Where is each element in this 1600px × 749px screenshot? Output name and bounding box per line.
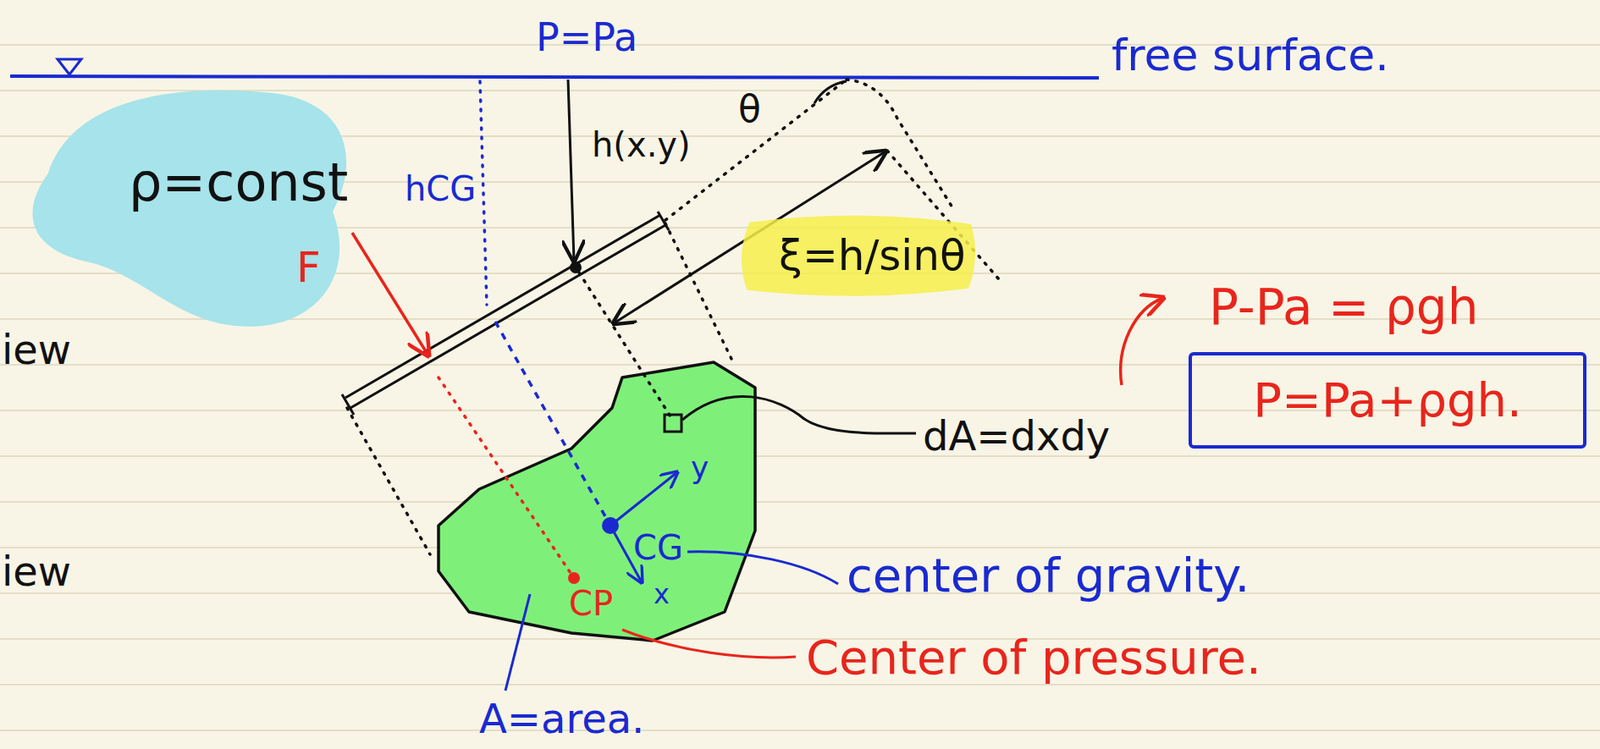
leader-line	[505, 594, 530, 691]
plate-edge	[345, 215, 661, 398]
node-text: ξ=h/sinθ	[778, 231, 966, 282]
angle-label: θ	[738, 88, 762, 132]
point-label: CG	[633, 528, 684, 568]
depth-arrow	[568, 79, 574, 261]
free-surface-line	[10, 76, 1099, 78]
plate-cap	[657, 211, 669, 231]
view-label: iew	[1, 548, 72, 596]
force-label: F	[296, 243, 321, 293]
plate-cap	[342, 394, 354, 415]
surface-symbol	[57, 59, 82, 75]
equation-label: P-Pa = ρgh	[1208, 279, 1479, 337]
fluid-region: ρ=const	[20, 84, 368, 339]
leader-line	[687, 551, 839, 585]
y-axis	[610, 472, 678, 526]
surface-label: free surface.	[1111, 30, 1390, 82]
node-text: P=Pa+ρgh.	[1252, 373, 1523, 428]
element-label: dA=dxdy	[922, 413, 1110, 460]
view-label: iew	[1, 326, 72, 374]
depth-label: h(x.y)	[591, 125, 691, 165]
plate-edge	[350, 225, 666, 409]
angle-arc	[814, 81, 847, 104]
cp-projection	[438, 377, 573, 576]
point-label: CP	[568, 584, 613, 624]
cp-dot	[568, 572, 580, 585]
pressure-label: P=Pa	[535, 15, 638, 61]
highlight-note: ξ=h/sinθ	[734, 211, 982, 302]
callout-label: center of gravity.	[846, 548, 1250, 603]
node-text: ρ=const	[128, 152, 348, 213]
callout-label: Center of pressure.	[805, 630, 1262, 685]
leader-line	[622, 629, 796, 658]
callout-label: A=area.	[479, 695, 645, 743]
leader-line	[682, 396, 916, 434]
cg-depth-line	[480, 81, 487, 305]
equation-box: P=Pa+ρgh.	[1188, 352, 1587, 449]
cg-projection	[495, 321, 607, 519]
cg-depth-label: hCG	[404, 169, 476, 209]
projection-lines	[347, 79, 999, 555]
area-element	[664, 414, 682, 432]
force-arrow	[352, 232, 429, 356]
axis-label: y	[690, 450, 709, 486]
axis-label: x	[653, 579, 670, 611]
derivation-arrow	[1120, 297, 1164, 386]
